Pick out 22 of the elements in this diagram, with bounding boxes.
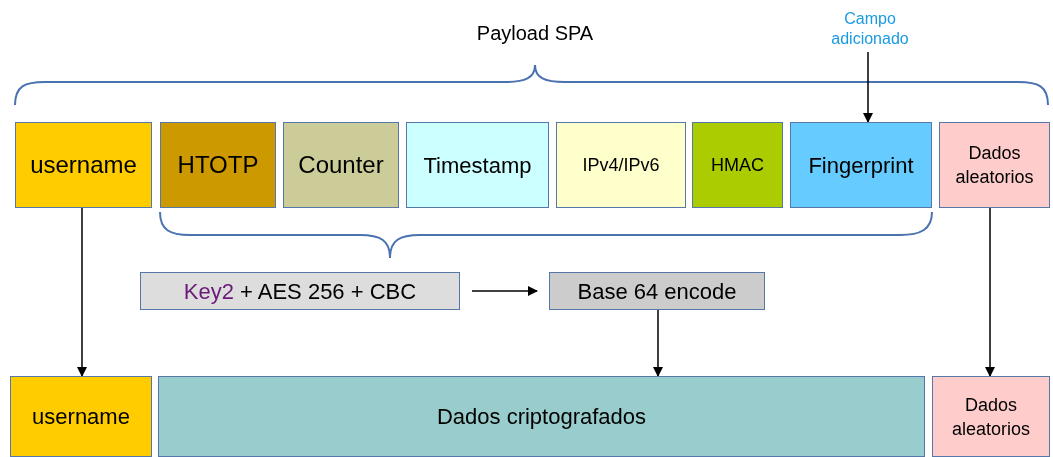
box-label: + AES 256 + CBC (240, 277, 417, 306)
field-box: username (10, 376, 152, 457)
arrow (653, 309, 663, 377)
field-box: username (15, 122, 152, 208)
arrow (77, 207, 87, 377)
field-box: Dados criptografados (158, 376, 925, 457)
field-box: Dados aleatorios (939, 122, 1050, 208)
field-box: HMAC (692, 122, 783, 208)
arrow (985, 207, 995, 377)
field-box: Timestamp (406, 122, 549, 208)
arrow (471, 286, 538, 296)
process-box: Base 64 encode (549, 272, 765, 310)
field-box: Dados aleatorios (932, 376, 1050, 457)
arrow (863, 51, 873, 123)
field-box: IPv4/IPv6 (556, 122, 686, 208)
field-box: HTOTP (160, 122, 276, 208)
annotation-text: Campo adicionado (820, 6, 920, 52)
field-box: Fingerprint (790, 122, 932, 208)
process-box (140, 272, 460, 310)
title-label: Payload SPA (475, 21, 595, 46)
box-label: Key2 (183, 277, 234, 306)
field-box: Counter (283, 122, 399, 208)
